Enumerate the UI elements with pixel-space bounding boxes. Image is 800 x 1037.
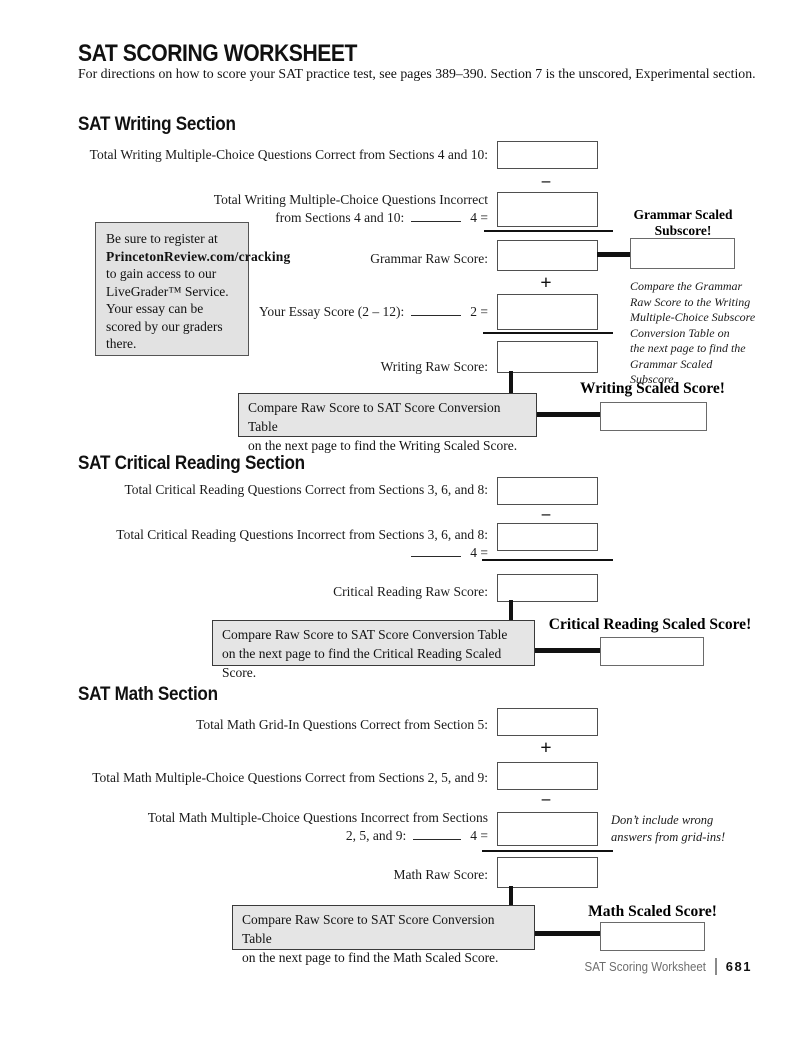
writing-scaled-connector bbox=[537, 412, 600, 417]
writing-incorrect-label-line1: Total Writing Multiple-Choice Questions … bbox=[213, 192, 488, 207]
math-mc-incorrect-label-line1: Total Math Multiple-Choice Questions Inc… bbox=[147, 810, 488, 825]
essay-score-blank-line[interactable] bbox=[411, 315, 462, 316]
writing-subtraction-line bbox=[484, 230, 613, 232]
essay-multiplier: 2 = bbox=[470, 304, 488, 319]
grammar-note-line: Compare the Grammar bbox=[630, 279, 743, 293]
cr-incorrect-line2-row: 4 = bbox=[116, 544, 488, 562]
grammar-note-line: Grammar Scaled Subscore. bbox=[630, 356, 713, 387]
math-mc-incorrect-line2-row: 2, 5, and 9: 4 = bbox=[148, 827, 488, 845]
writing-incorrect-label-line2-row: from Sections 4 and 10: 4 = bbox=[214, 209, 488, 227]
grammar-connector-line bbox=[597, 252, 631, 257]
cr-raw-label: Critical Reading Raw Score: bbox=[333, 584, 488, 599]
cr-compare-note-line1: Compare Raw Score to SAT Score Conversio… bbox=[222, 627, 508, 642]
writing-correct-score-box[interactable] bbox=[497, 141, 598, 169]
math-mc-correct-label: Total Math Multiple-Choice Questions Cor… bbox=[92, 770, 488, 785]
grammar-note-line: Conversion Table on bbox=[630, 325, 730, 340]
math-section-heading: SAT Math Section bbox=[78, 684, 218, 705]
writing-incorrect-divisor: 4 = bbox=[470, 210, 488, 225]
math-scaled-heading: Math Scaled Score! bbox=[588, 903, 717, 920]
math-subtraction-line bbox=[482, 850, 613, 852]
cr-compare-note-box: Compare Raw Score to SAT Score Conversio… bbox=[212, 620, 535, 680]
footer-divider bbox=[714, 958, 717, 975]
cr-scaled-connector bbox=[535, 648, 600, 653]
writing-scaled-heading: Writing Scaled Score! bbox=[580, 380, 725, 397]
page-title: SAT SCORING WORKSHEET bbox=[78, 40, 358, 67]
page-footer: SAT Scoring Worksheet 681 bbox=[574, 958, 752, 975]
register-note-link-text: PrincetonReview.com/cracking bbox=[106, 248, 291, 264]
writing-raw-label: Writing Raw Score: bbox=[380, 359, 488, 374]
writing-addition-line bbox=[483, 332, 613, 334]
cr-incorrect-score-box[interactable] bbox=[497, 523, 598, 551]
math-mc-incorrect-blank-line[interactable] bbox=[413, 839, 462, 840]
footer-page-number: 681 bbox=[725, 959, 752, 974]
register-note-post: to gain access to our LiveGrader™ Servic… bbox=[106, 266, 229, 351]
math-scaled-score-box[interactable] bbox=[600, 922, 705, 951]
math-scaled-connector bbox=[535, 931, 600, 936]
minus-operator: – bbox=[541, 504, 551, 523]
essay-score-label: Your Essay Score (2 – 12): bbox=[259, 304, 405, 319]
writing-vertical-connector bbox=[509, 371, 513, 395]
math-raw-label: Math Raw Score: bbox=[393, 867, 488, 882]
writing-correct-label: Total Writing Multiple-Choice Questions … bbox=[89, 147, 488, 162]
cr-incorrect-blank-line[interactable] bbox=[411, 556, 462, 557]
essay-product-score-box[interactable] bbox=[497, 294, 598, 330]
cr-incorrect-label: Total Critical Reading Questions Incorre… bbox=[116, 526, 488, 562]
register-note-box: Be sure to register at PrincetonReview.c… bbox=[95, 222, 290, 356]
grammar-compare-note: Compare the Grammar Raw Score to the Wri… bbox=[630, 279, 760, 388]
grammar-subscore-heading: Grammar Scaled Subscore! bbox=[618, 207, 748, 239]
math-vertical-connector bbox=[509, 886, 513, 906]
essay-score-label-row: Your Essay Score (2 – 12): 2 = bbox=[259, 303, 488, 321]
writing-scaled-score-box[interactable] bbox=[600, 402, 707, 431]
cr-subtraction-line bbox=[482, 559, 613, 561]
gridin-warning-line2: answers from grid-ins! bbox=[611, 830, 726, 844]
page-subtitle: For directions on how to score your SAT … bbox=[78, 66, 756, 81]
math-mc-incorrect-label: Total Math Multiple-Choice Questions Inc… bbox=[148, 809, 488, 845]
math-compare-note-line1: Compare Raw Score to SAT Score Conversio… bbox=[242, 912, 495, 946]
writing-incorrect-blank-line[interactable] bbox=[411, 221, 462, 222]
cr-incorrect-divisor: 4 = bbox=[470, 545, 488, 560]
cr-scaled-score-box[interactable] bbox=[600, 637, 704, 666]
writing-incorrect-score-box[interactable] bbox=[497, 192, 598, 227]
grammar-subscore-heading-line2: Subscore! bbox=[654, 223, 712, 238]
math-raw-score-box[interactable] bbox=[497, 857, 598, 888]
plus-operator: + bbox=[540, 737, 552, 759]
grammar-subscore-heading-line1: Grammar Scaled bbox=[633, 207, 733, 222]
cr-scaled-heading: Critical Reading Scaled Score! bbox=[548, 616, 752, 633]
math-incorrect-divisor: 4 = bbox=[470, 828, 488, 843]
minus-operator: – bbox=[541, 171, 551, 190]
grammar-note-line: Raw Score to the Writing bbox=[630, 294, 751, 309]
writing-compare-note-box: Compare Raw Score to SAT Score Conversio… bbox=[238, 393, 537, 453]
math-compare-note-line2: on the next page to find the Math Scaled… bbox=[242, 950, 499, 965]
gridin-warning-note: Don’t include wrong answers from grid-in… bbox=[611, 812, 751, 846]
writing-raw-score-box[interactable] bbox=[497, 341, 598, 373]
cr-correct-score-box[interactable] bbox=[497, 477, 598, 505]
minus-operator: – bbox=[541, 789, 551, 808]
grammar-raw-label: Grammar Raw Score: bbox=[370, 251, 488, 266]
writing-incorrect-label-line2: from Sections 4 and 10: bbox=[275, 210, 405, 225]
grammar-scaled-subscore-box[interactable] bbox=[630, 238, 735, 269]
cr-raw-score-box[interactable] bbox=[497, 574, 598, 602]
writing-incorrect-label: Total Writing Multiple-Choice Questions … bbox=[214, 191, 488, 227]
plus-operator: + bbox=[540, 272, 552, 294]
math-mc-incorrect-score-box[interactable] bbox=[497, 812, 598, 846]
grammar-raw-score-box[interactable] bbox=[497, 240, 598, 271]
cr-incorrect-label-line1: Total Critical Reading Questions Incorre… bbox=[116, 527, 488, 542]
cr-compare-note-line2: on the next page to find the Critical Re… bbox=[222, 646, 502, 680]
cr-correct-label: Total Critical Reading Questions Correct… bbox=[124, 482, 489, 497]
math-compare-note-box: Compare Raw Score to SAT Score Conversio… bbox=[232, 905, 535, 965]
grammar-note-line: the next page to find the bbox=[630, 341, 746, 355]
math-mc-incorrect-label-line2: 2, 5, and 9: bbox=[345, 828, 407, 843]
math-gridin-score-box[interactable] bbox=[497, 708, 598, 736]
writing-compare-note-line1: Compare Raw Score to SAT Score Conversio… bbox=[248, 400, 501, 434]
critical-reading-section-heading: SAT Critical Reading Section bbox=[78, 453, 305, 474]
math-gridin-label: Total Math Grid-In Questions Correct fro… bbox=[196, 717, 488, 732]
cr-vertical-connector bbox=[509, 600, 513, 621]
math-mc-correct-score-box[interactable] bbox=[497, 762, 598, 790]
register-note-pre: Be sure to register at bbox=[106, 231, 218, 246]
writing-section-heading: SAT Writing Section bbox=[78, 114, 236, 135]
footer-section-label: SAT Scoring Worksheet bbox=[584, 959, 706, 974]
grammar-note-line: Multiple-Choice Subscore bbox=[630, 310, 756, 324]
writing-compare-note-line2: on the next page to find the Writing Sca… bbox=[248, 438, 518, 453]
gridin-warning-line1: Don’t include wrong bbox=[611, 813, 714, 827]
